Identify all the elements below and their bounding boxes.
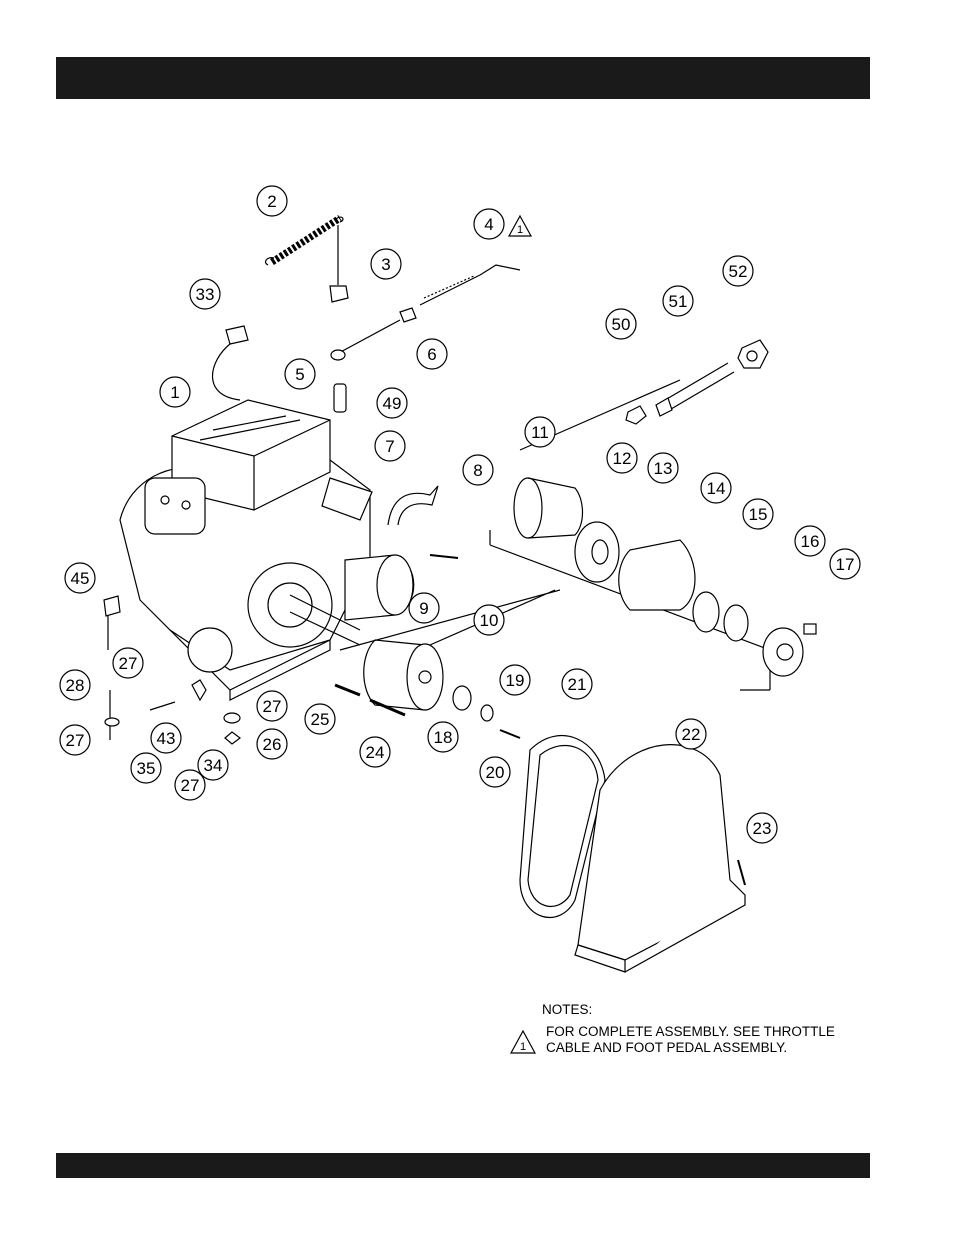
- callout-12: 12: [607, 443, 637, 473]
- callout-label: 27: [181, 776, 200, 795]
- callout-17: 17: [830, 549, 860, 579]
- callout-4: 4: [474, 209, 504, 239]
- callout-6: 6: [417, 339, 447, 369]
- callout-21: 21: [562, 669, 592, 699]
- callout-28: 28: [60, 670, 90, 700]
- callout-label: 6: [427, 345, 436, 364]
- callout-label: 43: [157, 729, 176, 748]
- callout-11: 11: [525, 417, 555, 447]
- callout-label: 7: [385, 437, 394, 456]
- callout-label: 11: [531, 423, 549, 442]
- flywheel-housing: [248, 563, 332, 647]
- callout-26: 26: [257, 729, 287, 759]
- callout-45: 45: [65, 563, 95, 593]
- callout-label: 25: [311, 710, 330, 729]
- revision-marker-top: 1: [509, 216, 531, 236]
- note-line-1: FOR COMPLETE ASSEMBLY. SEE THROTTLE: [546, 1024, 886, 1040]
- callout-label: 27: [119, 654, 138, 673]
- callout-14: 14: [701, 473, 731, 503]
- callout-50: 50: [606, 309, 636, 339]
- callout-label: 26: [263, 735, 282, 754]
- callout-20: 20: [480, 757, 510, 787]
- callout-24: 24: [360, 737, 390, 767]
- callout-label: 22: [682, 725, 701, 744]
- callout-label: 51: [669, 292, 688, 311]
- callout-label: 10: [480, 611, 499, 630]
- callout-label: 17: [836, 555, 855, 574]
- callout-27: 27: [257, 691, 287, 721]
- callout-label: 4: [484, 215, 493, 234]
- callout-label: 50: [612, 315, 631, 334]
- callout-23: 23: [747, 813, 777, 843]
- callout-16: 16: [795, 526, 825, 556]
- callout-label: 2: [267, 192, 276, 211]
- callout-1: 1: [160, 377, 190, 407]
- callout-label: 18: [434, 728, 453, 747]
- callout-label: 5: [295, 365, 304, 384]
- parts-artwork: [104, 217, 816, 972]
- callout-label: 14: [707, 479, 726, 498]
- callout-label: 52: [729, 262, 748, 281]
- callout-label: 27: [66, 731, 85, 750]
- callout-27: 27: [175, 770, 205, 800]
- callout-label: 27: [263, 697, 282, 716]
- callout-49: 49: [377, 388, 407, 418]
- note-item: 1 FOR COMPLETE ASSEMBLY. SEE THROTTLE CA…: [510, 1022, 890, 1062]
- throttle-cable: [420, 265, 520, 305]
- callout-label: 28: [66, 676, 85, 695]
- svg-text:1: 1: [520, 1041, 526, 1053]
- callout-22: 22: [676, 719, 706, 749]
- svg-text:1: 1: [517, 224, 523, 236]
- callout-label: 23: [753, 819, 772, 838]
- callout-10: 10: [474, 605, 504, 635]
- callout-label: 24: [366, 743, 385, 762]
- callout-52: 52: [723, 256, 753, 286]
- callout-label: 19: [506, 671, 525, 690]
- callout-label: 35: [137, 759, 156, 778]
- callout-label: 16: [801, 532, 820, 551]
- callout-2: 2: [257, 186, 287, 216]
- callout-5: 5: [285, 359, 315, 389]
- callout-label: 1: [170, 383, 179, 402]
- callout-51: 51: [663, 286, 693, 316]
- callout-label: 13: [654, 459, 673, 478]
- notes-title: NOTES:: [542, 1002, 592, 1018]
- callout-label: 9: [419, 599, 428, 618]
- callout-label: 21: [568, 675, 587, 694]
- callout-label: 49: [383, 394, 402, 413]
- callout-27: 27: [113, 648, 143, 678]
- callout-3: 3: [371, 249, 401, 279]
- note-text: FOR COMPLETE ASSEMBLY. SEE THROTTLE CABL…: [546, 1024, 886, 1056]
- callout-7: 7: [375, 431, 405, 461]
- shaft-51: [660, 363, 734, 412]
- callout-label: 34: [204, 756, 223, 775]
- valve-cover-left: [145, 478, 205, 534]
- callout-33: 33: [190, 279, 220, 309]
- callout-15: 15: [743, 499, 773, 529]
- callout-9: 9: [409, 593, 439, 623]
- revision-triangle-icon: 1: [510, 1030, 536, 1054]
- callout-25: 25: [305, 704, 335, 734]
- callout-13: 13: [648, 453, 678, 483]
- callout-27: 27: [60, 725, 90, 755]
- callout-label: 20: [486, 763, 505, 782]
- callout-label: 3: [381, 255, 390, 274]
- throttle-spring: [272, 218, 340, 262]
- callout-label: 8: [473, 461, 482, 480]
- callout-34: 34: [198, 750, 228, 780]
- callout-label: 33: [196, 285, 215, 304]
- callout-43: 43: [151, 723, 181, 753]
- belt-guard: [578, 745, 740, 960]
- callout-35: 35: [131, 753, 161, 783]
- callout-18: 18: [428, 722, 458, 752]
- callout-19: 19: [500, 665, 530, 695]
- callout-label: 15: [749, 505, 768, 524]
- callout-label: 12: [613, 449, 632, 468]
- note-line-2: CABLE AND FOOT PEDAL ASSEMBLY.: [546, 1040, 886, 1056]
- callout-label: 45: [71, 569, 90, 588]
- callout-8: 8: [463, 455, 493, 485]
